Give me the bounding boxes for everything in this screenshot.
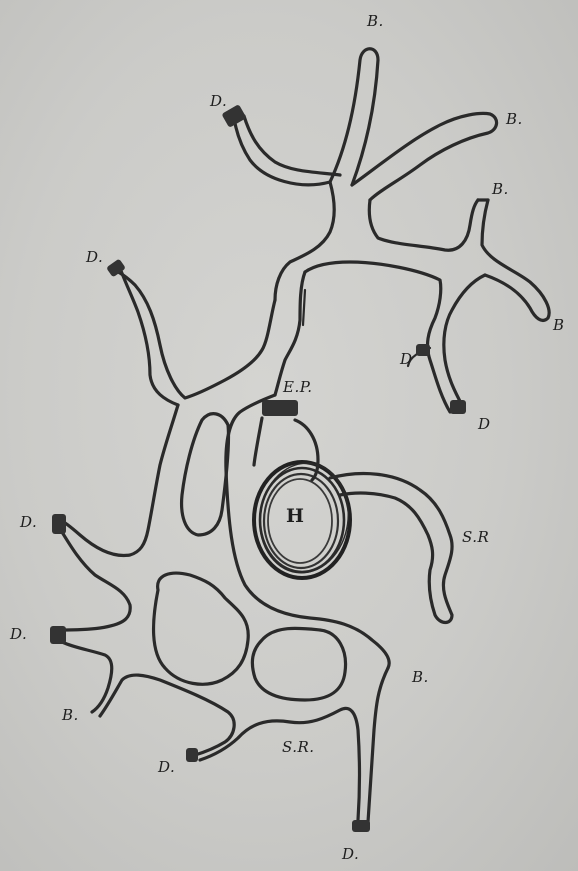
label-b-lower-left: B.	[62, 706, 79, 724]
label-d-left-upper: D.	[86, 248, 103, 266]
label-ep: E.P.	[283, 378, 313, 396]
label-d-bottom-left: D.	[158, 758, 175, 776]
label-d-mid-small: D	[400, 350, 413, 368]
lower-hole-left	[154, 573, 249, 684]
upper-cell-outline	[234, 49, 549, 412]
label-d-left-mid: D.	[20, 513, 37, 531]
lower-hole-right	[252, 628, 345, 700]
upper-hole	[182, 414, 229, 535]
label-d-left-lower: D.	[10, 625, 27, 643]
label-d-top-left: D.	[210, 92, 227, 110]
label-b-upper-right: B.	[506, 110, 523, 128]
label-b-lower-right: B.	[412, 668, 429, 686]
label-d-right: D	[478, 415, 491, 433]
label-sr-bottom: S.R.	[282, 738, 315, 756]
label-sr-right: S.R	[462, 528, 489, 546]
label-d-bottom: D.	[342, 845, 359, 863]
label-b-right-mid: B.	[492, 180, 509, 198]
label-b-far-right: B	[553, 316, 565, 334]
nucleus	[253, 418, 452, 623]
label-h-nucleus: H	[286, 505, 304, 527]
label-b-top: B.	[367, 12, 384, 30]
